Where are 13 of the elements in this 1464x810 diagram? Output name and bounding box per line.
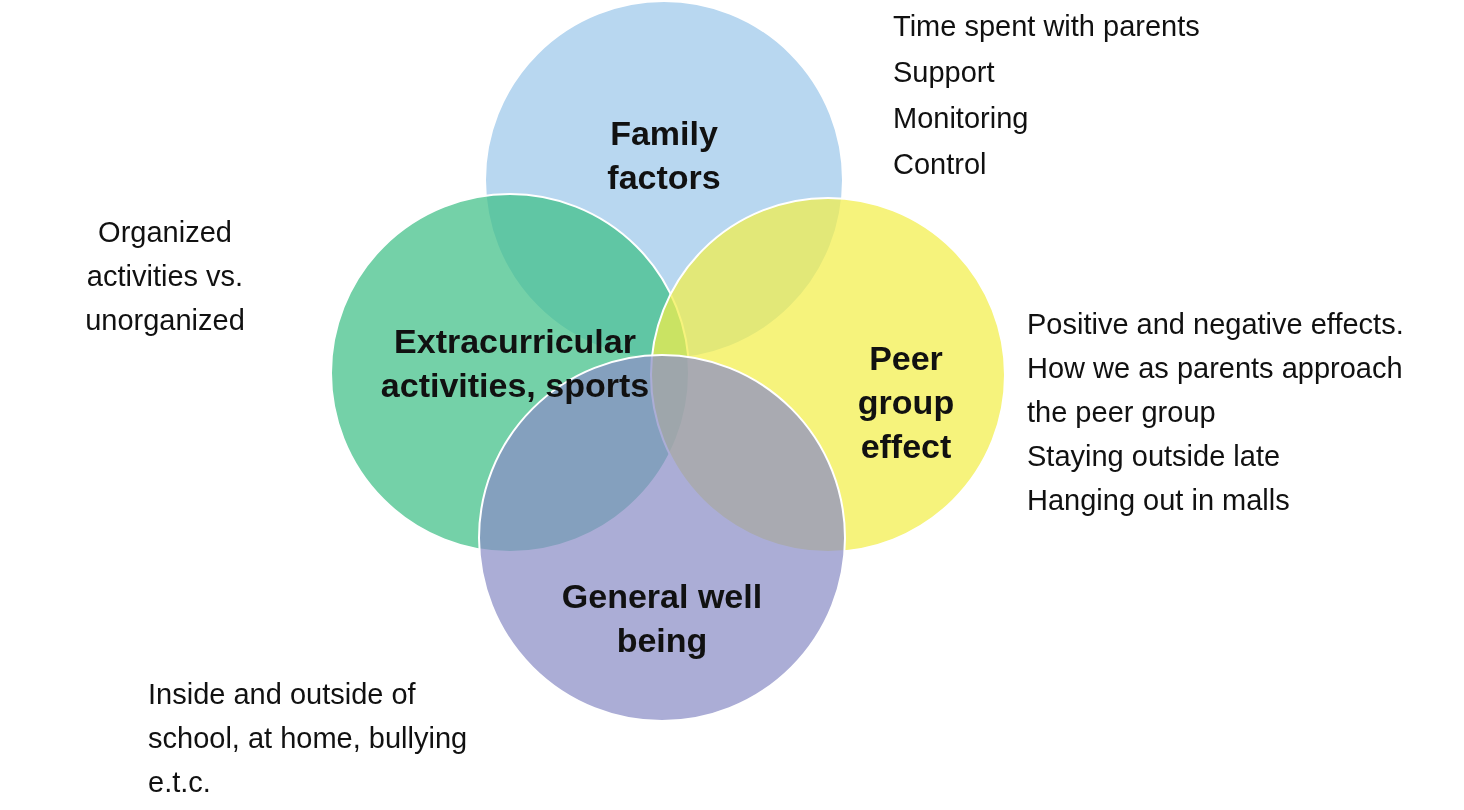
circle-label: Family factors bbox=[606, 113, 722, 198]
note-text: Time spent with parents bbox=[893, 9, 1201, 44]
note-text: Positive and negative effects. bbox=[1027, 307, 1405, 342]
note-text: Inside and outside of school, at home, bullying e.t.c. bbox=[148, 677, 469, 800]
note-text: How we as parents approach the peer group bbox=[1027, 351, 1404, 430]
note-text: Support bbox=[893, 55, 996, 90]
circle-label: General well being bbox=[560, 576, 764, 661]
note-text: Organized activities vs. unorganized bbox=[84, 215, 246, 338]
note-text: Monitoring bbox=[893, 101, 1030, 136]
note-text: Staying outside late bbox=[1027, 439, 1282, 474]
circle-label: Peer group effect bbox=[856, 338, 956, 467]
note-text: Hanging out in malls bbox=[1027, 483, 1291, 518]
note-text: Control bbox=[893, 147, 988, 182]
